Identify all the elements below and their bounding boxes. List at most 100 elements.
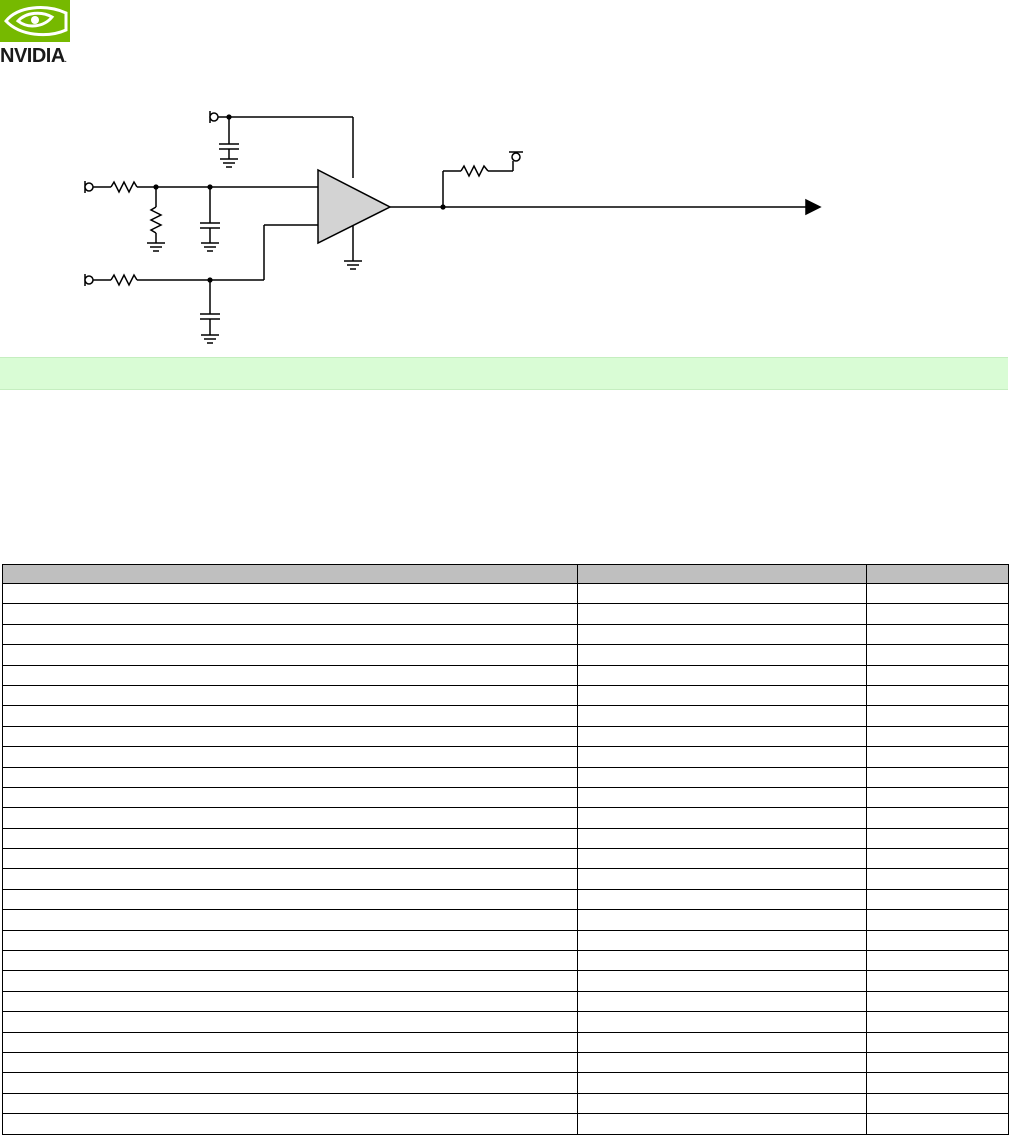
table-row [2,909,1009,931]
capacitor-icon [200,187,220,243]
table-cell [2,1072,578,1094]
table-cell [577,786,867,809]
table-cell [2,786,578,809]
table-cell [866,909,1009,931]
supply-terminal-icon [209,111,219,123]
ground-icon [147,242,165,252]
table-cell [2,1051,578,1074]
table-row [2,786,1009,809]
table-row [2,990,1009,1013]
table-cell [866,950,1009,972]
table-cell [577,888,867,911]
table-cell [577,725,867,748]
table-cell [577,705,867,727]
table-row [2,664,1009,686]
table-cell [2,746,578,768]
table-cell [2,868,578,890]
table-cell [866,746,1009,768]
table-cell [866,1031,1009,1053]
output-arrow-icon [805,198,822,216]
table-cell [866,725,1009,748]
table-cell [577,929,867,952]
table-header-cell [2,564,578,584]
table-cell [2,807,578,829]
table-cell [2,909,578,931]
input-terminal-icon [84,181,94,193]
table-cell [866,929,1009,952]
table-cell [577,766,867,788]
table-cell [577,1011,867,1033]
table-cell [866,786,1009,809]
table-cell [577,909,867,931]
table-cell [866,970,1009,992]
table-cell [2,684,578,707]
table-cell [866,848,1009,870]
table-row [2,1092,1009,1115]
table-cell [2,848,578,870]
table-cell [577,1031,867,1053]
table-cell [577,746,867,768]
input-terminal-icon [84,274,94,286]
table-cell [577,990,867,1013]
table-row [2,603,1009,625]
table-cell [2,827,578,850]
resistor-icon [149,206,163,234]
table-cell [2,582,578,605]
table-cell [2,1031,578,1053]
table-cell [866,1011,1009,1033]
table-cell [577,950,867,972]
table-row [2,868,1009,890]
table-row [2,746,1009,768]
table-cell [2,623,578,646]
table-cell [2,603,578,625]
nvidia-logo: NVIDIA. [0,0,100,70]
table-row [2,582,1009,605]
table-cell [866,888,1009,911]
table-cell [866,1113,1009,1135]
table-cell [2,1092,578,1115]
table-row [2,807,1009,829]
table-cell [866,766,1009,788]
table-row [2,827,1009,850]
table-cell [866,582,1009,605]
table-header-row [2,564,1009,584]
table-row [2,929,1009,952]
logo-wordmark: NVIDIA. [0,45,67,67]
circuit-schematic [84,111,822,344]
table-cell [2,929,578,952]
table-cell [866,1072,1009,1094]
table-header-cell [577,564,867,584]
table-cell [577,1092,867,1115]
table-row [2,1051,1009,1074]
table-row [2,1031,1009,1053]
table-cell [577,623,867,646]
amplifier-icon [317,168,392,245]
table-row [2,888,1009,911]
table-cell [866,807,1009,829]
capacitor-icon [219,117,239,159]
table-cell [866,603,1009,625]
table-cell [577,1072,867,1094]
section-banner [0,357,1008,390]
table-cell [866,1051,1009,1074]
table-cell [866,623,1009,646]
table-header-cell [866,564,1009,584]
nvidia-eye-icon [0,0,70,42]
table-row [2,1011,1009,1033]
table-cell [866,684,1009,707]
table-row [2,1072,1009,1094]
table-cell [2,950,578,972]
table-cell [2,990,578,1013]
table-row [2,766,1009,788]
pullup-terminal-icon [509,151,523,162]
table-cell [577,970,867,992]
capacitor-icon [200,280,220,335]
resistor-icon [110,273,138,287]
table-row [2,684,1009,707]
ground-icon [201,242,219,252]
table-row [2,623,1009,646]
table-cell [577,807,867,829]
table-cell [2,725,578,748]
table-cell [2,644,578,666]
table-cell [2,1011,578,1033]
